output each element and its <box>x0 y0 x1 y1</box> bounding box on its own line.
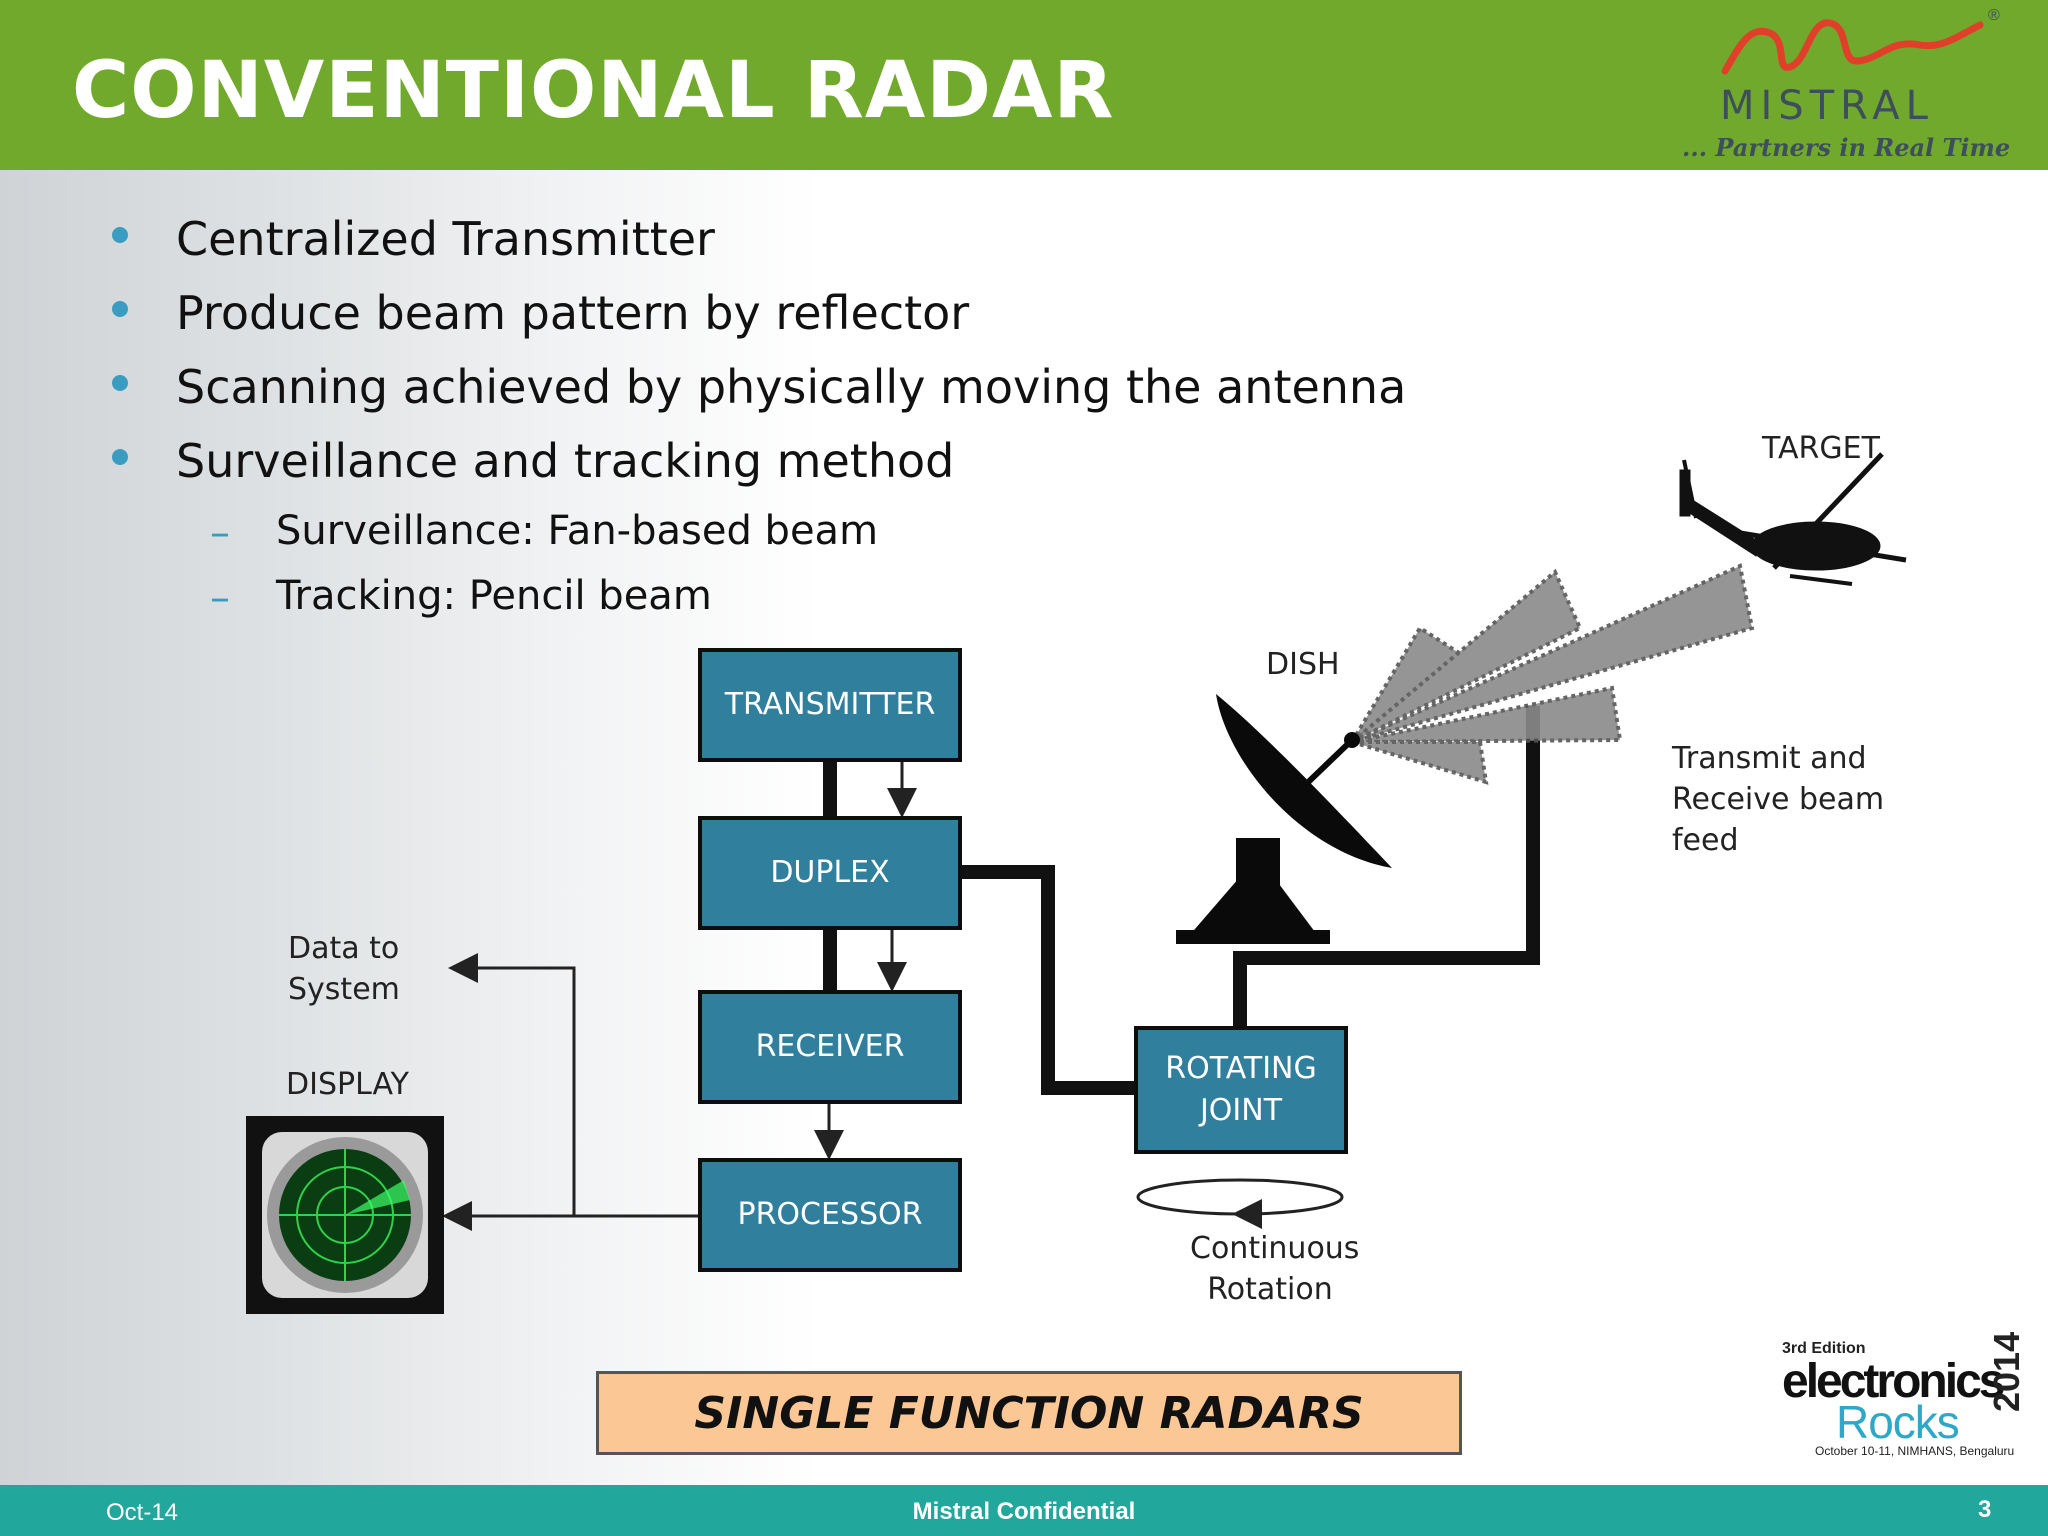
beam-feed-line: feed <box>1672 823 1739 858</box>
radar-display-icon <box>246 1116 444 1314</box>
event-details: October 10-11, NIMHANS, Bengaluru <box>1815 1444 2015 1458</box>
bullet-item: Surveillance and tracking method <box>110 434 1406 508</box>
page-title: CONVENTIONAL RADAR <box>72 46 1115 136</box>
rotating-joint-box: ROTATING JOINT <box>1134 1026 1348 1154</box>
bullet-dot-icon <box>112 449 128 465</box>
rotation-line: Rotation <box>1207 1272 1333 1307</box>
thin-arrows <box>442 762 917 1231</box>
bullet-list: Centralized Transmitter Produce beam pat… <box>110 212 1406 638</box>
rotating-joint-label-line2: JOINT <box>1199 1093 1283 1128</box>
logo-tagline: ... Partners in Real Time <box>1682 133 2011 162</box>
header-bar: CONVENTIONAL RADAR ® MISTRAL ... Partner… <box>0 0 2048 170</box>
bullet-item: Produce beam pattern by reflector <box>110 286 1406 360</box>
data-to-system-label: Data to System <box>288 928 400 1010</box>
duplex-box: DUPLEX <box>698 816 962 930</box>
processor-box: PROCESSOR <box>698 1158 962 1272</box>
event-edition: 3rd Edition <box>1782 1340 1866 1357</box>
sub-bullet-item: –Tracking: Pencil beam <box>110 573 1406 638</box>
helicopter-target-icon <box>1679 452 1907 586</box>
event-word-electronics: electronics <box>1782 1355 2005 1408</box>
logo-wordmark: MISTRAL <box>1720 83 1934 129</box>
dash-icon: – <box>210 575 230 621</box>
bullet-item: Scanning achieved by physically moving t… <box>110 360 1406 434</box>
rotation-arrow-icon <box>1136 1178 1344 1229</box>
sub-bullet-item: –Surveillance: Fan-based beam <box>110 508 1406 573</box>
dash-icon: – <box>210 510 230 556</box>
display-label: DISPLAY <box>286 1067 410 1102</box>
sub-bullet-text: Tracking: Pencil beam <box>276 573 712 619</box>
transmitter-box: TRANSMITTER <box>698 648 962 762</box>
bullet-text: Scanning achieved by physically moving t… <box>176 360 1407 414</box>
dish-label: DISH <box>1266 647 1340 682</box>
continuous-rotation-label: Continuous Rotation <box>1190 1228 1360 1310</box>
footer-confidential: Mistral Confidential <box>912 1498 1136 1525</box>
dish-antenna-icon <box>1176 694 1392 944</box>
footer-date: Oct-14 <box>106 1499 179 1526</box>
registered-mark: ® <box>1988 7 2000 24</box>
bullet-text: Centralized Transmitter <box>176 212 715 266</box>
thick-connectors <box>823 706 1540 1095</box>
bullet-text: Produce beam pattern by reflector <box>176 286 970 340</box>
target-label: TARGET <box>1762 431 1880 466</box>
single-function-radars-banner: SINGLE FUNCTION RADARS <box>596 1371 1462 1455</box>
beam-pattern <box>1350 563 1755 785</box>
bullet-dot-icon <box>112 375 128 391</box>
data-to-line: Data to <box>288 931 400 966</box>
data-to-line: System <box>288 972 400 1007</box>
bullet-text: Surveillance and tracking method <box>176 434 955 488</box>
footer-bar: Oct-14 Mistral Confidential 3 <box>0 1485 2048 1536</box>
processor-label: PROCESSOR <box>737 1197 923 1232</box>
event-year: 2014 <box>1986 1331 2027 1412</box>
beam-feed-line: Receive beam <box>1672 782 1885 817</box>
page-number: 3 <box>1978 1496 1992 1523</box>
duplex-label: DUPLEX <box>770 855 890 890</box>
rotation-line: Continuous <box>1190 1231 1360 1266</box>
bullet-dot-icon <box>112 301 128 317</box>
beam-feed-label: Transmit and Receive beam feed <box>1672 738 1884 861</box>
rotating-joint-label-line1: ROTATING <box>1165 1051 1317 1086</box>
transmitter-label: TRANSMITTER <box>724 687 936 722</box>
receiver-label: RECEIVER <box>755 1029 905 1064</box>
mistral-logo: ® MISTRAL ... Partners in Real Time <box>1680 5 2010 170</box>
receiver-box: RECEIVER <box>698 990 962 1104</box>
bullet-dot-icon <box>112 227 128 243</box>
beam-feed-line: Transmit and <box>1672 741 1867 776</box>
bullet-item: Centralized Transmitter <box>110 212 1406 286</box>
mistral-swoosh-icon <box>1721 19 1984 75</box>
sub-bullet-text: Surveillance: Fan-based beam <box>276 508 879 554</box>
event-word-rocks: Rocks <box>1836 1396 1960 1448</box>
